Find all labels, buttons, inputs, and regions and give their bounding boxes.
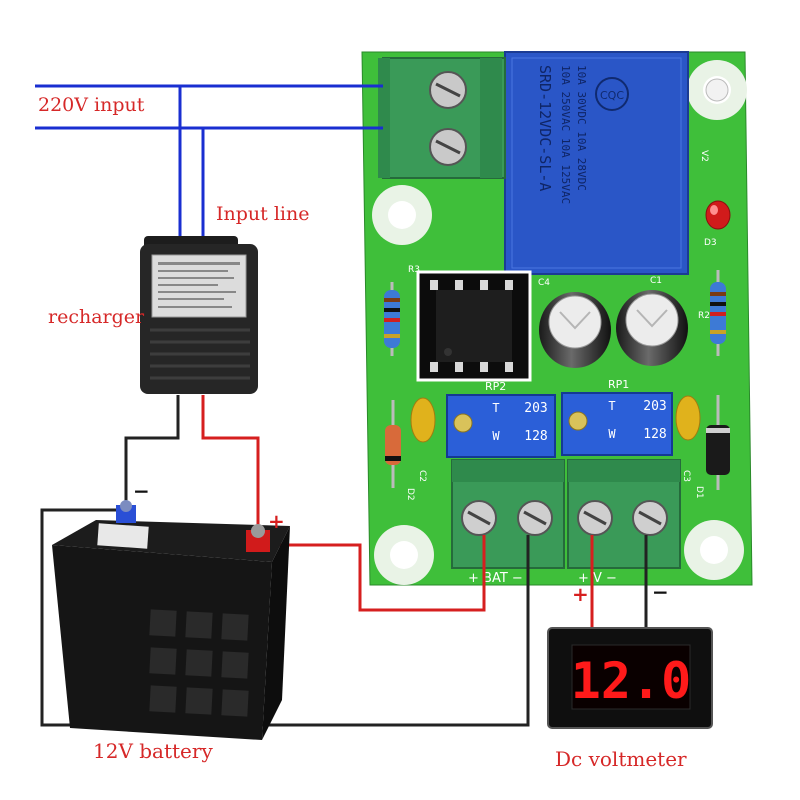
wall-adapter-icon (140, 236, 258, 394)
bat-terminal-block (451, 459, 565, 569)
silk-c2: C2 (417, 470, 427, 482)
silk-bat: + BAT − (468, 571, 523, 586)
ic-chip-icon (416, 270, 532, 382)
label-recharger: recharger (48, 306, 145, 328)
label-12v-battery: 12V battery (93, 739, 213, 763)
rp2-code-t: T (492, 401, 499, 415)
led-d3-icon (705, 200, 731, 230)
car-battery-icon (52, 500, 290, 740)
battery-negative-terminal (116, 500, 136, 523)
voltmeter-plus-mark: + (572, 582, 589, 606)
relay-logo: CQC (600, 89, 624, 102)
capacitor-c2-icon (410, 397, 436, 443)
mount-hole-bottom-right (684, 520, 744, 580)
voltmeter-reading: 12.0 (571, 652, 691, 710)
silk-r2: R2 (698, 311, 710, 321)
bat-minus-wire (40, 508, 530, 727)
relay-markings: SRD-12VDC-SL-A 10A 250VAC 10A 125VAC 10A… (536, 65, 588, 204)
silk-r3: R3 (408, 265, 420, 275)
silk-c3: C3 (681, 470, 691, 482)
digital-voltmeter-icon: 12.0 (547, 627, 713, 729)
voltmeter-minus-mark: − (652, 580, 669, 604)
battery-plus-mark: + (268, 509, 285, 533)
rp1-code-bottom: 128 (643, 427, 666, 442)
silk-d3: D3 (704, 238, 717, 248)
battery-positive-terminal (246, 524, 270, 552)
v-terminal-block (567, 459, 681, 569)
silk-d2: D2 (405, 488, 415, 501)
potentiometer-rp2-icon: 203 128 T W (446, 394, 556, 458)
silk-rp2: RP2 (485, 380, 506, 393)
led-v2-icon (705, 78, 729, 102)
resistor-r3-icon (384, 282, 400, 356)
capacitor-c4-icon (539, 292, 611, 368)
silk-v: + V − (578, 571, 617, 586)
diode-d1-icon (706, 395, 730, 490)
mount-hole-left (372, 185, 432, 245)
relay-model: SRD-12VDC-SL-A (536, 65, 554, 191)
mount-hole-bottom-left (374, 525, 434, 585)
rp2-code-bottom: 128 (524, 429, 547, 444)
silk-c4: C4 (538, 278, 550, 288)
rp1-code-top: 203 (643, 399, 666, 414)
potentiometer-rp1-icon: 203 128 T W (561, 392, 673, 456)
rp2-code-letter: W (492, 429, 500, 443)
relay-rating-ac: 10A 250VAC 10A 125VAC (559, 65, 572, 204)
label-220v-input: 220V input (38, 94, 145, 116)
label-input-line: Input line (216, 203, 310, 225)
silk-rp1: RP1 (608, 378, 629, 391)
label-dc-voltmeter: Dc voltmeter (555, 747, 687, 771)
ac-input-wires (35, 84, 383, 240)
rp1-code-t: T (608, 399, 615, 413)
battery-minus-mark: − (133, 479, 150, 503)
rp1-code-letter: W (608, 427, 616, 441)
ac-input-terminal (378, 57, 506, 179)
rp2-code-top: 203 (524, 401, 547, 416)
relay-rating-dc: 10A 30VDC 10A 28VDC (575, 65, 588, 191)
capacitor-c3-icon (675, 395, 701, 441)
charger-dc-wires (124, 395, 260, 530)
diode-d2-icon (385, 400, 401, 488)
bat-plus-wire (265, 535, 486, 612)
capacitor-c1-icon (616, 290, 688, 366)
resistor-r2-icon (710, 270, 726, 356)
silk-c1: C1 (650, 276, 662, 286)
relay-icon: CQC SRD-12VDC-SL-A 10A 250VAC 10A 125VAC… (504, 51, 689, 275)
silk-d1: D1 (694, 486, 704, 499)
silk-v2: V2 (699, 150, 709, 162)
